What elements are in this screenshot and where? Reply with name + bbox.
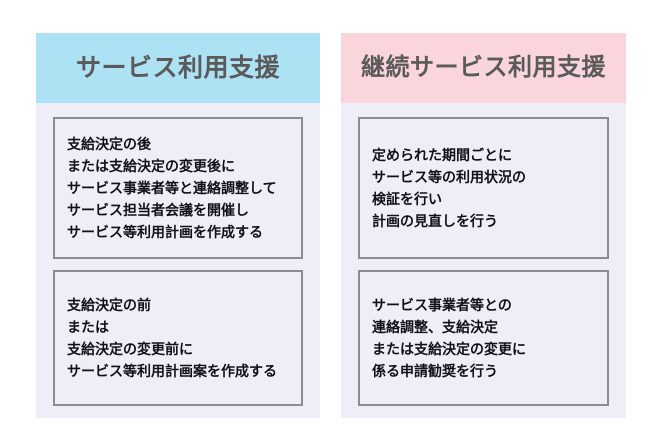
info-box-left-2: 支給決定の前 または 支給決定の変更前に サービス等利用計画案を作成する xyxy=(53,270,303,406)
column-service-utilization-support: サービス利用支援 支給決定の後 または支給決定の変更後に サービス事業者等と連絡… xyxy=(36,33,320,418)
info-box-right-1: 定められた期間ごとに サービス等の利用状況の 検証を行い 計画の見直しを行う xyxy=(358,117,609,259)
info-line: または xyxy=(67,319,109,335)
info-line: 定められた期間ごとに xyxy=(372,147,512,163)
column-continuous-service-utilization-support: 継続サービス利用支援 定められた期間ごとに サービス等の利用状況の 検証を行い … xyxy=(341,33,626,418)
info-line: サービス事業者等との xyxy=(372,297,512,313)
info-line: 連絡調整、支給決定 xyxy=(372,319,498,335)
info-line: 検証を行い xyxy=(372,191,442,207)
info-line: 支給決定の前 xyxy=(67,297,151,313)
info-line: サービス等の利用状況の xyxy=(372,169,526,185)
column-left-box-group: 支給決定の後 または支給決定の変更後に サービス事業者等と連絡調整して サービス… xyxy=(36,103,320,418)
column-header-right-title: 継続サービス利用支援 xyxy=(361,54,606,81)
info-box-right-2: サービス事業者等との 連絡調整、支給決定 または支給決定の変更に 係る申請勧奨を… xyxy=(358,270,609,406)
info-line: サービス等利用計画案を作成する xyxy=(67,363,277,379)
column-header-left: サービス利用支援 xyxy=(36,33,320,103)
column-right-box-group: 定められた期間ごとに サービス等の利用状況の 検証を行い 計画の見直しを行う サ… xyxy=(341,103,626,418)
info-line: または支給決定の変更後に xyxy=(67,158,235,174)
info-line: 係る申請勧奨を行う xyxy=(372,363,498,379)
info-line: 支給決定の変更前に xyxy=(67,341,193,357)
info-line: 支給決定の後 xyxy=(67,136,151,152)
info-line: サービス等利用計画を作成する xyxy=(67,224,263,240)
info-box-left-1: 支給決定の後 または支給決定の変更後に サービス事業者等と連絡調整して サービス… xyxy=(53,117,303,259)
info-line: サービス事業者等と連絡調整して xyxy=(67,180,277,196)
info-line: サービス担当者会議を開催し xyxy=(67,202,249,218)
column-header-left-title: サービス利用支援 xyxy=(75,53,280,82)
info-line: または支給決定の変更に xyxy=(372,341,526,357)
info-line: 計画の見直しを行う xyxy=(372,213,498,229)
column-header-right: 継続サービス利用支援 xyxy=(341,33,626,103)
